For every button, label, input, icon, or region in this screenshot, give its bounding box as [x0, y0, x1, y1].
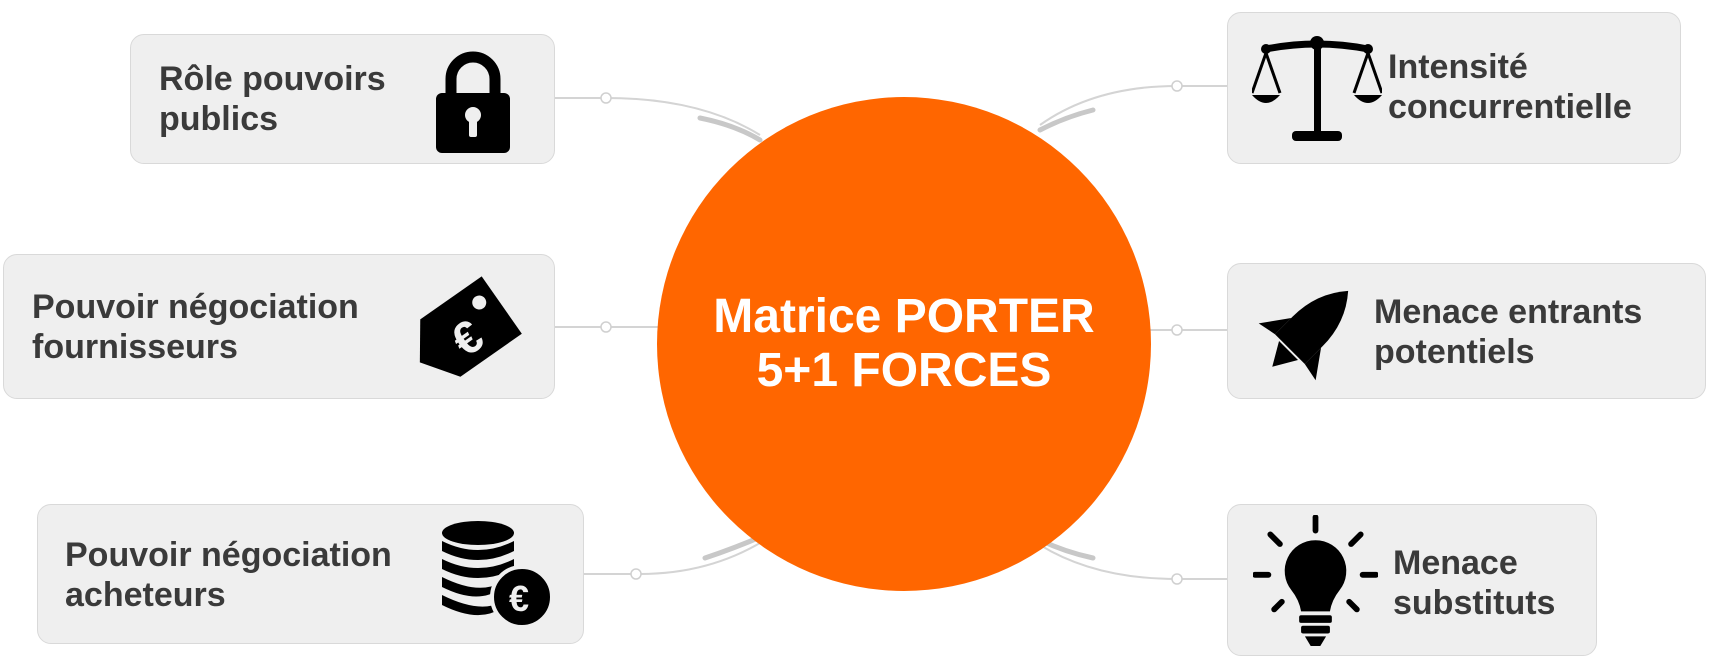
force-label: Rôle pouvoirs publics [159, 59, 386, 139]
force-label-line2: fournisseurs [32, 328, 238, 366]
force-label-line1: Menace entrants [1374, 293, 1643, 331]
force-menace-entrants-potentiels: Menace entrants potentiels [1227, 263, 1706, 399]
force-label-line1: Rôle pouvoirs [159, 60, 386, 98]
force-label-line1: Pouvoir négociation [32, 288, 359, 326]
force-role-pouvoirs-publics: Rôle pouvoirs publics [130, 34, 555, 164]
force-label-line2: publics [159, 100, 279, 138]
force-label-line2: potentiels [1374, 333, 1535, 371]
euro-coins-icon: € [442, 521, 554, 629]
force-label-line2: acheteurs [65, 576, 226, 614]
lightbulb-icon [1253, 515, 1378, 646]
svg-text:€: € [509, 578, 529, 619]
scales-icon [1252, 36, 1382, 141]
force-label-line1: Intensité [1388, 48, 1528, 86]
force-label-line1: Pouvoir négociation [65, 536, 392, 574]
force-label-line2: concurrentielle [1388, 88, 1632, 126]
force-label: Pouvoir négociation acheteurs [65, 535, 392, 615]
force-label: Menace substituts [1393, 543, 1555, 623]
lock-icon [436, 51, 510, 153]
force-label-line1: Menace [1393, 544, 1518, 582]
center-title-line1: Matrice PORTER [713, 290, 1095, 343]
force-label: Intensité concurrentielle [1388, 47, 1632, 127]
force-intensite-concurrentielle: Intensité concurrentielle [1227, 12, 1681, 164]
force-pouvoir-negociation-acheteurs: Pouvoir négociation acheteurs € [37, 504, 584, 644]
force-menace-substituts: Menace substituts [1227, 504, 1597, 656]
euro-price-tag-icon: € [419, 276, 522, 377]
force-label: Menace entrants potentiels [1374, 292, 1642, 372]
force-pouvoir-negociation-fournisseurs: Pouvoir négociation fournisseurs € [3, 254, 555, 399]
center-title: Matrice PORTER 5+1 FORCES [657, 97, 1151, 591]
center-title-line2: 5+1 FORCES [756, 344, 1052, 397]
force-label-line2: substituts [1393, 584, 1556, 622]
rocket-icon [1258, 290, 1349, 381]
force-label: Pouvoir négociation fournisseurs [32, 287, 359, 367]
